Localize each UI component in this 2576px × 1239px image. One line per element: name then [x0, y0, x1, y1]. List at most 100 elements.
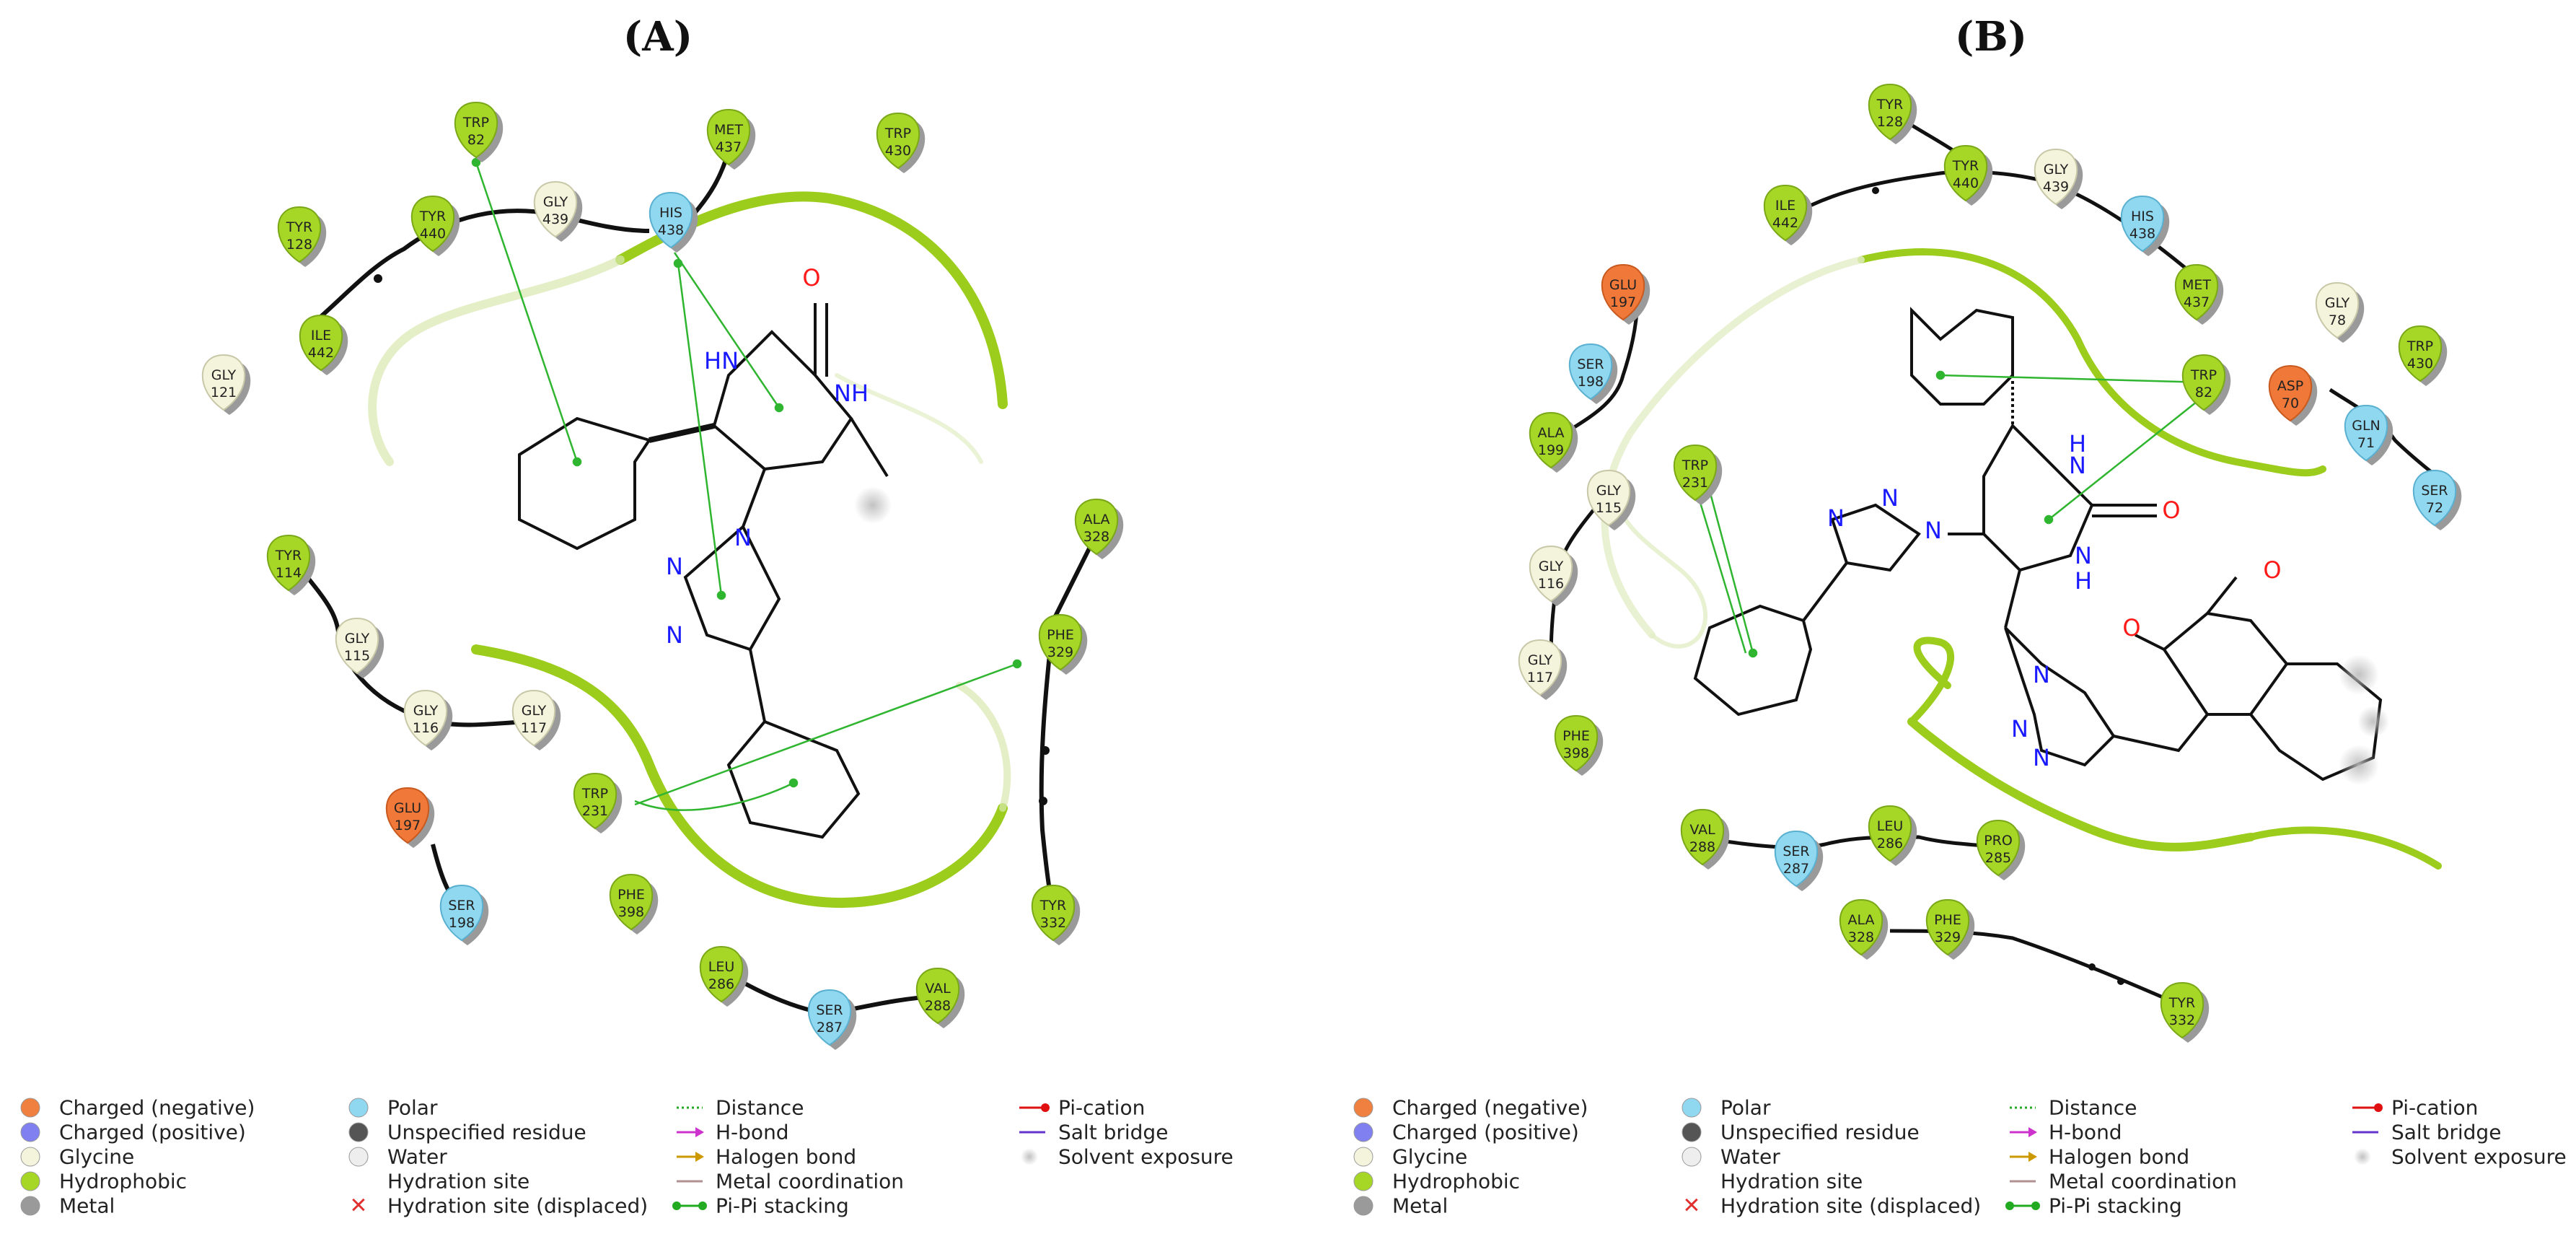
atom-label: N — [2075, 542, 2092, 569]
residue-number: 286 — [708, 976, 734, 992]
legend-label: Charged (positive) — [59, 1121, 246, 1144]
residue-number: 231 — [1682, 475, 1708, 491]
legend-label: Charged (positive) — [1392, 1121, 1579, 1144]
residue-name: PRO — [1984, 833, 2013, 849]
legend-label: Hydration site (displaced) — [387, 1194, 648, 1218]
atom-label: N — [2033, 661, 2050, 688]
residue-marker — [410, 195, 455, 253]
legend-label: Glycine — [59, 1145, 134, 1169]
residue-name: MET — [714, 122, 743, 138]
residue-number: 439 — [2043, 179, 2069, 195]
legend-swatch — [20, 1147, 40, 1167]
legend-label: Pi-cation — [2391, 1096, 2478, 1120]
atom-label: O — [2263, 556, 2281, 584]
residue-marker — [2412, 469, 2457, 527]
residue-marker — [1031, 884, 1076, 942]
legend-line-symbol — [2010, 1152, 2037, 1162]
legend-swatch — [1353, 1171, 1373, 1191]
residue-number: 398 — [618, 904, 644, 920]
legend-item: Polar — [1682, 1096, 1771, 1120]
residue-marker — [1774, 830, 1819, 888]
legend-item: Distance — [677, 1096, 804, 1120]
atom-label: N — [2069, 452, 2086, 479]
residue-number: 117 — [521, 720, 547, 736]
residue-name: ILE — [311, 328, 331, 343]
residue-name: VAL — [925, 981, 951, 997]
residue-name: HIS — [2131, 209, 2154, 224]
residue-name: SER — [448, 898, 475, 914]
atom-label: O — [2162, 496, 2180, 524]
residue-marker — [2315, 281, 2360, 339]
residue-number: 70 — [2282, 395, 2299, 411]
residue-name: ALA — [1847, 912, 1874, 928]
residue-marker — [1586, 469, 1631, 527]
legend-swatch — [1682, 1147, 1702, 1167]
legend-item: Metal coordination — [2010, 1170, 2237, 1194]
residue-marker — [201, 354, 246, 411]
residue-name: PHE — [1562, 728, 1590, 744]
residue-number: 115 — [344, 648, 370, 664]
residue-marker — [277, 206, 322, 263]
residue-number: 430 — [2407, 356, 2433, 372]
residue-name: SER — [2421, 483, 2448, 499]
cross-icon: ✕ — [349, 1194, 367, 1219]
residue-marker — [1925, 898, 1970, 956]
legend-line-symbol — [2010, 1127, 2037, 1137]
residue-name: ASP — [2277, 378, 2304, 394]
legend-item: Metal — [20, 1194, 115, 1218]
residue-name: TRP — [884, 126, 911, 141]
residue-his438: HIS 438 — [2120, 195, 2170, 256]
residue-name: HIS — [659, 205, 682, 221]
atom-label: N — [1827, 504, 1845, 532]
pi-pi-contacts-a — [471, 157, 1022, 811]
legend-label: Hydration site (displaced) — [1720, 1194, 1981, 1218]
residue-name: MET — [2182, 277, 2211, 293]
residue-marker — [1554, 714, 1599, 772]
residue-marker — [2120, 195, 2165, 253]
legend-item: Charged (positive) — [1353, 1121, 1579, 1144]
legend-item: Unspecified residue — [348, 1121, 586, 1144]
legend-label: Unspecified residue — [387, 1121, 586, 1144]
residue-number: 440 — [1953, 175, 1979, 191]
residue-marker — [385, 787, 430, 844]
legend-item: Water — [348, 1145, 447, 1169]
pocket-outline — [368, 191, 1011, 909]
legend-label: H-bond — [2049, 1121, 2122, 1144]
residue-marker — [1868, 805, 1912, 862]
legend-label: Water — [1720, 1145, 1780, 1169]
legend-item: Pi-cation — [1019, 1096, 1145, 1120]
backbone-dots — [374, 274, 1050, 805]
legend-label: Charged (negative) — [1392, 1096, 1588, 1120]
legend-item: Distance — [2010, 1096, 2137, 1120]
residue-marker — [915, 967, 960, 1025]
legend-label: Halogen bond — [2049, 1145, 2189, 1169]
residue-name: TYR — [1876, 97, 1903, 113]
legend-label: Water — [387, 1145, 447, 1169]
residue-number: 438 — [2129, 226, 2155, 242]
residue-marker — [1839, 898, 1883, 956]
residue-number: 71 — [2357, 435, 2375, 451]
residue-number: 231 — [582, 803, 608, 819]
atom-label: N — [1881, 484, 1899, 512]
legend-label: Distance — [716, 1096, 804, 1120]
backbone-traces — [294, 151, 1099, 1017]
legend-swatch — [348, 1122, 369, 1142]
residue-name: GLY — [413, 703, 439, 719]
